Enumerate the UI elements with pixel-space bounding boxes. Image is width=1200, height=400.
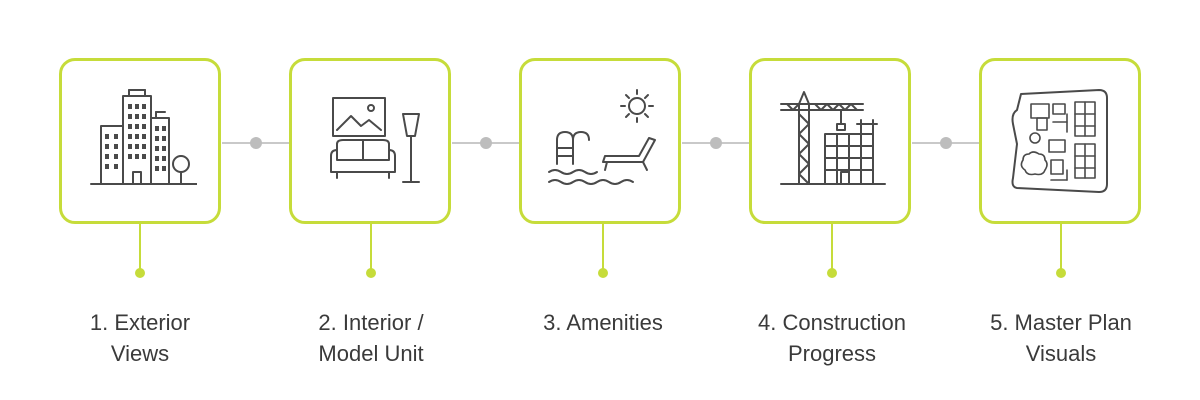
step-label-5: 5. Master Plan Visuals xyxy=(990,310,1132,366)
step-label-3: 3. Amenities xyxy=(543,310,663,335)
step-label-4: 4. Construction Progress xyxy=(758,310,906,366)
connector-dot-1-2 xyxy=(250,137,262,149)
step-stem-dot-4 xyxy=(827,268,837,278)
step-card-5 xyxy=(979,58,1141,224)
construction-crane-icon xyxy=(780,91,886,185)
step-label-1: 1. Exterior Views xyxy=(89,310,191,366)
step-stem-2 xyxy=(370,224,372,270)
connector-dot-4-5 xyxy=(940,137,952,149)
floor-plan-icon xyxy=(1011,89,1108,193)
step-label-2: 2. Interior / Model Unit xyxy=(318,310,424,366)
step-card-2 xyxy=(289,58,451,224)
connector-dot-3-4 xyxy=(710,137,722,149)
step-stem-1 xyxy=(139,224,141,270)
living-room-icon xyxy=(330,97,420,183)
step-stem-4 xyxy=(831,224,833,270)
step-card-3 xyxy=(519,58,681,224)
step-stem-dot-3 xyxy=(598,268,608,278)
step-stem-dot-2 xyxy=(366,268,376,278)
step-card-1 xyxy=(59,58,221,224)
step-stem-dot-1 xyxy=(135,268,145,278)
step-card-4 xyxy=(749,58,911,224)
pool-icon xyxy=(548,89,656,185)
step-stem-5 xyxy=(1060,224,1062,270)
step-stem-dot-5 xyxy=(1056,268,1066,278)
step-stem-3 xyxy=(602,224,604,270)
city-buildings-icon xyxy=(90,89,197,185)
connector-dot-2-3 xyxy=(480,137,492,149)
